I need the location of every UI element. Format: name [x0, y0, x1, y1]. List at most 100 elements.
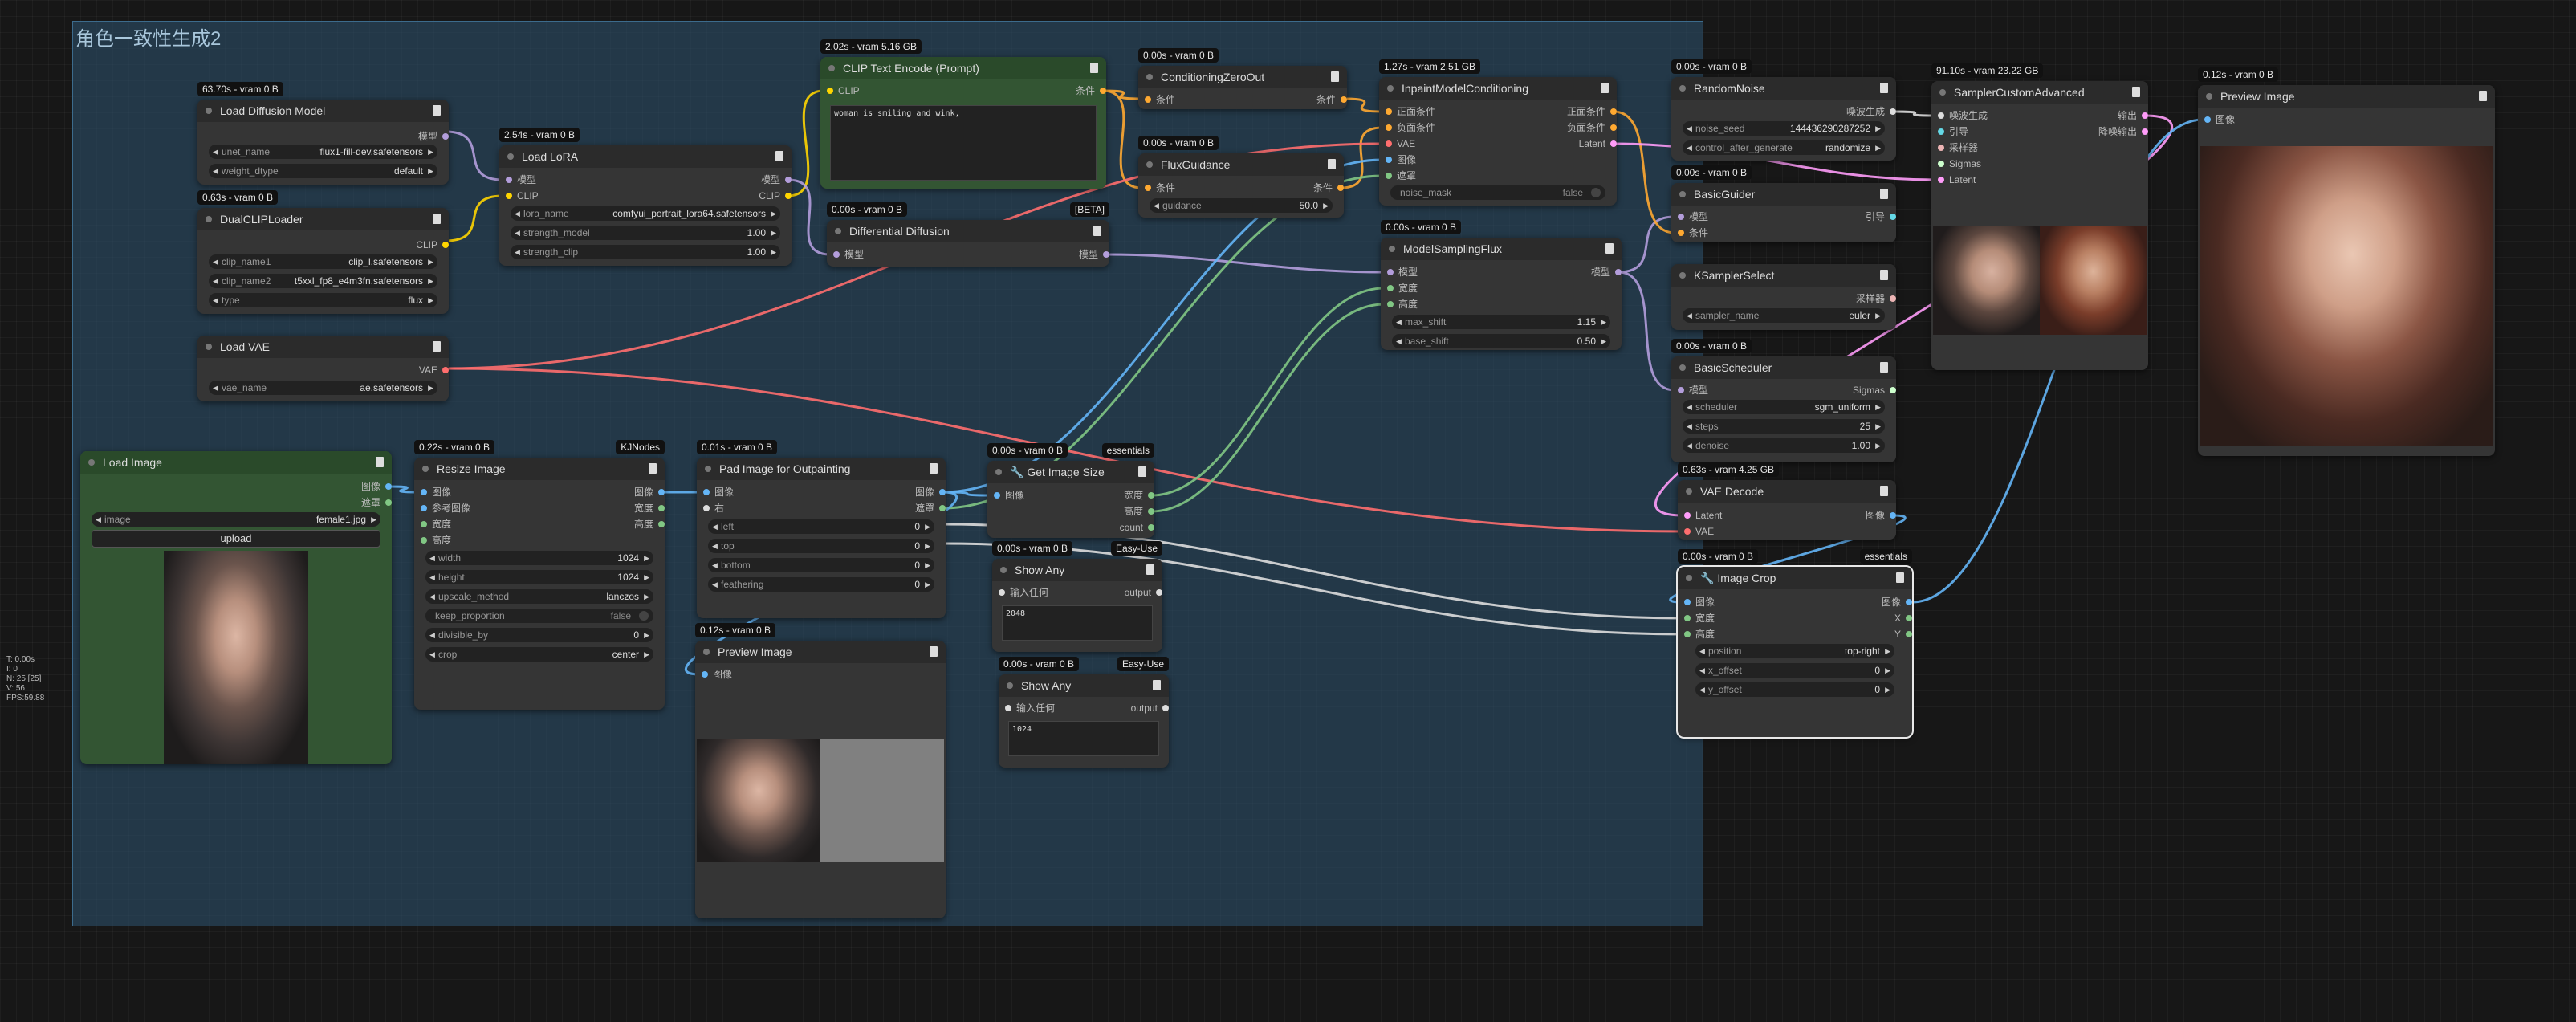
- output-latent[interactable]: Latent: [1579, 137, 1618, 150]
- node-preview-image-padded[interactable]: 0.12s - vram 0 B Preview Image 图像: [695, 623, 946, 918]
- collapse-dot-icon[interactable]: [2206, 93, 2212, 100]
- node-samplercustomadvanced[interactable]: 91.10s - vram 23.22 GB SamplerCustomAdva…: [1931, 63, 2149, 370]
- input-positive[interactable]: 正面条件: [1386, 105, 1435, 118]
- node-resize-image[interactable]: 0.22s - vram 0 B KJNodes Resize Image 图像…: [414, 440, 665, 710]
- node-title-bar[interactable]: 🔧 Get Image Size: [987, 461, 1154, 483]
- node-show-any-2048[interactable]: 0.00s - vram 0 B Easy-Use Show Any 输入任何 …: [992, 541, 1163, 652]
- node-randomnoise[interactable]: 0.00s - vram 0 B RandomNoise 噪波生成 noise_…: [1671, 59, 1897, 161]
- doc-icon[interactable]: [1331, 71, 1339, 82]
- input-image[interactable]: 图像: [1386, 153, 1416, 166]
- node-load-diffusion-model[interactable]: 63.70s - vram 0 B Load Diffusion Model 模…: [197, 82, 450, 185]
- input-height[interactable]: 高度: [421, 534, 451, 547]
- doc-icon[interactable]: [930, 463, 938, 474]
- node-conditioningzeroout[interactable]: 0.00s - vram 0 B ConditioningZeroOut 条件 …: [1138, 48, 1348, 109]
- node-image-crop[interactable]: 0.00s - vram 0 B essentials 🔧 Image Crop…: [1676, 549, 1914, 739]
- node-title-bar[interactable]: SamplerCustomAdvanced: [1931, 81, 2148, 104]
- node-vae-decode[interactable]: 0.63s - vram 4.25 GB VAE Decode Latent V…: [1678, 462, 1897, 540]
- collapse-dot-icon[interactable]: [1686, 575, 1692, 581]
- node-title-bar[interactable]: ConditioningZeroOut: [1138, 66, 1347, 88]
- node-title-bar[interactable]: VAE Decode: [1678, 480, 1896, 503]
- doc-icon[interactable]: [433, 214, 441, 224]
- doc-icon[interactable]: [1153, 680, 1161, 690]
- doc-icon[interactable]: [1880, 189, 1888, 199]
- output-width[interactable]: 宽度: [1124, 489, 1155, 502]
- node-dualcliploader[interactable]: 0.63s - vram 0 B DualCLIPLoader CLIP cli…: [197, 190, 449, 314]
- doc-icon[interactable]: [1880, 486, 1888, 496]
- doc-icon[interactable]: [649, 463, 657, 474]
- input-clip[interactable]: CLIP: [827, 84, 860, 97]
- doc-icon[interactable]: [930, 646, 938, 657]
- doc-icon[interactable]: [433, 105, 441, 116]
- output-image[interactable]: 图像: [634, 486, 665, 499]
- input-image[interactable]: 图像: [2204, 113, 2235, 126]
- output-model[interactable]: 模型: [761, 173, 792, 186]
- input-conditioning[interactable]: 条件: [1145, 181, 1175, 194]
- collapse-dot-icon[interactable]: [88, 459, 95, 466]
- output-model[interactable]: 模型: [418, 130, 450, 143]
- input-latent[interactable]: Latent: [1684, 509, 1722, 522]
- output-noise[interactable]: 噪波生成: [1846, 105, 1897, 118]
- input-negative[interactable]: 负面条件: [1386, 121, 1435, 134]
- collapse-dot-icon[interactable]: [1389, 246, 1395, 252]
- input-anything[interactable]: 输入任何: [999, 586, 1048, 599]
- collapse-dot-icon[interactable]: [507, 153, 514, 160]
- node-differential-diffusion[interactable]: 0.00s - vram 0 B [BETA] Differential Dif…: [827, 202, 1110, 267]
- input-right[interactable]: 右: [703, 502, 724, 515]
- node-title-bar[interactable]: Load LoRA: [499, 145, 792, 168]
- input-sigmas[interactable]: Sigmas: [1938, 157, 1981, 170]
- node-title-bar[interactable]: Show Any: [992, 559, 1162, 581]
- input-image[interactable]: 图像: [421, 486, 451, 499]
- node-fluxguidance[interactable]: 0.00s - vram 0 B FluxGuidance 条件 条件 guid…: [1138, 136, 1345, 218]
- doc-icon[interactable]: [433, 341, 441, 352]
- doc-icon[interactable]: [1896, 572, 1904, 583]
- input-image[interactable]: 图像: [1684, 596, 1715, 609]
- collapse-dot-icon[interactable]: [995, 469, 1002, 475]
- output-model[interactable]: 模型: [1079, 248, 1110, 261]
- node-title-bar[interactable]: RandomNoise: [1671, 77, 1896, 100]
- output-guider[interactable]: 引导: [1866, 210, 1897, 223]
- node-title-bar[interactable]: Load Image: [80, 451, 392, 474]
- input-height[interactable]: 高度: [1684, 628, 1715, 641]
- toggle-icon[interactable]: [639, 611, 649, 621]
- node-title-bar[interactable]: 🔧 Image Crop: [1678, 567, 1912, 589]
- doc-icon[interactable]: [775, 151, 783, 161]
- input-mask[interactable]: 遮罩: [1386, 169, 1416, 182]
- doc-icon[interactable]: [1138, 466, 1146, 477]
- output-mask[interactable]: 遮罩: [915, 502, 946, 515]
- node-show-any-1024[interactable]: 0.00s - vram 0 B Easy-Use Show Any 输入任何 …: [999, 657, 1170, 768]
- toggle-icon[interactable]: [1591, 188, 1601, 197]
- output-y[interactable]: Y: [1894, 628, 1913, 641]
- node-title-bar[interactable]: Pad Image for Outpainting: [697, 458, 946, 480]
- collapse-dot-icon[interactable]: [1686, 488, 1692, 495]
- node-title-bar[interactable]: Load VAE: [197, 336, 449, 358]
- input-anything[interactable]: 输入任何: [1005, 702, 1055, 715]
- collapse-dot-icon[interactable]: [1146, 74, 1153, 80]
- node-preview-image-output[interactable]: 0.12s - vram 0 B Preview Image 图像: [2198, 67, 2495, 456]
- node-title-bar[interactable]: Differential Diffusion: [827, 220, 1109, 242]
- input-image[interactable]: 图像: [702, 668, 732, 681]
- output-mask[interactable]: 遮罩: [361, 496, 393, 509]
- input-model[interactable]: 模型: [1678, 210, 1708, 223]
- upload-button[interactable]: upload: [92, 530, 380, 548]
- output-height[interactable]: 高度: [1124, 505, 1155, 518]
- node-title-bar[interactable]: Show Any: [999, 674, 1169, 697]
- output-clip[interactable]: CLIP: [759, 189, 792, 202]
- node-title-bar[interactable]: InpaintModelConditioning: [1379, 77, 1617, 100]
- doc-icon[interactable]: [1880, 270, 1888, 280]
- output-sigmas[interactable]: Sigmas: [1853, 384, 1897, 397]
- collapse-dot-icon[interactable]: [1939, 89, 1946, 96]
